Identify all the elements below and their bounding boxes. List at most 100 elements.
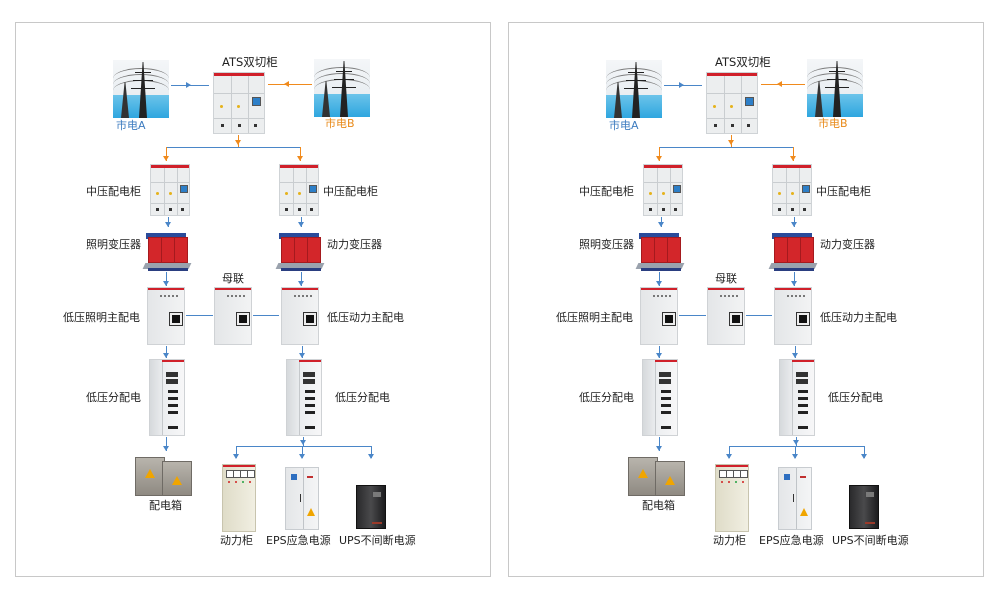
connector-load-bus [236,446,372,447]
connector-xf-to-lv-left [659,272,660,286]
connector-to-ups [864,446,865,458]
ats-label: ATS双切柜 [715,55,771,69]
source-a-label: 市电A [116,119,146,132]
bus-tie-cabinet [707,287,745,345]
power-cabinet-image [715,464,749,532]
arrow-down-icon [233,454,239,459]
mv-switchgear-right [772,164,812,216]
ups-unit-image [849,485,879,529]
arrow-down-icon [298,281,304,286]
lv-distribution-cabinet-left [149,359,185,436]
arrow-down-icon [793,440,799,445]
power-cabinet-label: 动力柜 [713,534,746,547]
bus-tie-connector-left [679,315,706,316]
diagram-panel-left: 市电A 市电B ATS双切柜 [15,22,491,577]
box-label: 配电箱 [642,499,675,512]
connector-to-power-cabinet [236,446,237,458]
arrow-down-icon [163,281,169,286]
connector-xf-to-lv-left [166,272,167,286]
xf-right-label: 动力变压器 [327,238,382,251]
source-b-label: 市电B [818,117,848,130]
xf-right-label: 动力变压器 [820,238,875,251]
lv-distribution-cabinet-right [286,359,322,436]
connector-b-to-ats [761,84,805,85]
connector-dist-to-box [166,437,167,451]
distribution-box-image [135,457,165,496]
arrow-down-icon [163,156,169,161]
arrow-down-icon [792,454,798,459]
connector-b-to-ats [268,84,312,85]
connector-lv-to-dist-left [166,346,167,358]
mv-switchgear-left [643,164,683,216]
arrow-down-icon [299,353,305,358]
box-label: 配电箱 [149,499,182,512]
arrow-down-icon [658,222,664,227]
connector-to-mv-right [793,147,794,161]
arrow-down-icon [792,353,798,358]
arrow-down-icon [163,446,169,451]
lv-distribution-cabinet-right [779,359,815,436]
lv-left-label: 低压照明主配电 [63,311,140,324]
connector-to-eps [302,446,303,458]
bus-tie-label: 母联 [222,272,244,285]
distribution-box-image-2 [655,461,685,496]
lighting-transformer-image [142,227,192,271]
dist-right-label: 低压分配电 [335,391,390,404]
arrow-down-icon [791,281,797,286]
arrow-right-icon [186,82,191,88]
lighting-transformer-image [635,227,685,271]
mv-left-label: 中压配电柜 [86,185,141,198]
lv-right-label: 低压动力主配电 [327,311,404,324]
arrow-down-icon [656,446,662,451]
lv-power-main-cabinet [281,287,319,345]
connector-dist-to-box [659,437,660,451]
arrow-down-icon [235,140,241,145]
arrow-down-icon [163,353,169,358]
power-cabinet-image [222,464,256,532]
connector-lv-to-dist-right [795,346,796,358]
distribution-box-image-2 [162,461,192,496]
arrow-down-icon [298,222,304,227]
connector-xf-to-lv-right [794,272,795,286]
bus-tie-connector-right [746,315,772,316]
arrow-left-icon [777,81,782,87]
dist-left-label: 低压分配电 [579,391,634,404]
arrow-down-icon [368,454,374,459]
connector-to-eps [795,446,796,458]
connector-lv-to-dist-right [302,346,303,358]
connector-to-ups [371,446,372,458]
ats-switch-cabinet [706,72,758,134]
eps-cabinet-image [778,467,812,530]
connector-to-power-cabinet [729,446,730,458]
arrow-down-icon [299,454,305,459]
connector-split-bus [659,147,793,148]
ups-unit-image [356,485,386,529]
power-transformer-image [275,227,325,271]
arrow-down-icon [861,454,867,459]
source-a-label: 市电A [609,119,639,132]
power-pylon-b-image [314,59,370,117]
arrow-down-icon [791,222,797,227]
distribution-box-image [628,457,658,496]
power-pylon-a-image [606,60,662,118]
mv-switchgear-left [150,164,190,216]
eps-label: EPS应急电源 [759,534,824,547]
arrow-down-icon [656,281,662,286]
arrow-right-icon [679,82,684,88]
arrow-down-icon [656,156,662,161]
diagram-stage: 市电A 市电B ATS双切柜 [509,23,985,578]
connector-load-bus [729,446,865,447]
arrow-down-icon [300,440,306,445]
bus-tie-label: 母联 [715,272,737,285]
bus-tie-connector-right [253,315,279,316]
arrow-down-icon [656,353,662,358]
connector-lv-to-dist-left [659,346,660,358]
diagram-panel-right: 市电A 市电B ATS双切柜 [508,22,984,577]
ats-switch-cabinet [213,72,265,134]
mv-right-label: 中压配电柜 [816,185,871,198]
lv-left-label: 低压照明主配电 [556,311,633,324]
connector-to-mv-right [300,147,301,161]
power-transformer-image [768,227,818,271]
connector-split-bus [166,147,300,148]
arrow-down-icon [728,140,734,145]
